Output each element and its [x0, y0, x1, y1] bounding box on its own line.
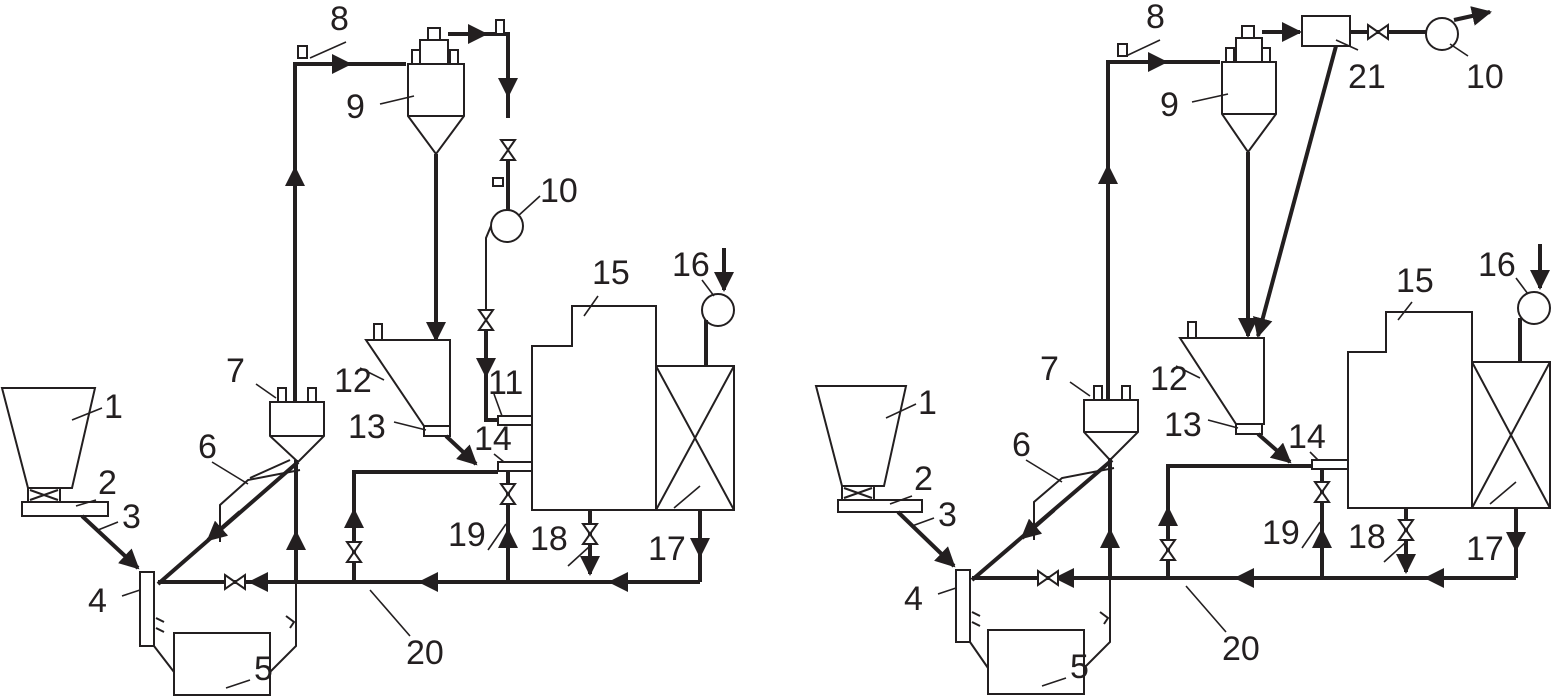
left-label-18: 18	[530, 520, 568, 558]
left-label-19: 19	[448, 516, 486, 554]
left-label-13: 13	[348, 408, 386, 446]
right-line-3	[896, 510, 956, 568]
right-nozzle-14	[1311, 459, 1349, 470]
right-label-15: 15	[1396, 262, 1434, 300]
right-diagram: 1 2 3 4 5 6 7 8 9 10 12 13 14 15 16 17 1…	[814, 0, 1551, 695]
right-label-17: 17	[1466, 530, 1504, 568]
left-port-8	[297, 45, 308, 59]
right-label-14: 14	[1288, 418, 1326, 456]
right-tank-5	[987, 629, 1085, 695]
right-fan-16	[1517, 291, 1551, 325]
left-label-5: 5	[254, 650, 273, 688]
left-line-3	[80, 514, 140, 570]
right-label-7: 7	[1040, 350, 1059, 388]
left-label-6: 6	[198, 428, 217, 466]
left-hopper-1	[0, 387, 97, 489]
left-label-9: 9	[346, 88, 365, 126]
right-hopper-1	[814, 385, 908, 487]
right-reactor-15	[1347, 311, 1473, 509]
right-label-16: 16	[1478, 246, 1516, 284]
right-filter-return	[1253, 45, 1338, 338]
left-cyclone-9	[407, 63, 465, 156]
left-label-10: 10	[540, 172, 578, 210]
left-fan-16	[701, 293, 735, 327]
left-label-8: 8	[330, 0, 349, 38]
left-label-12: 12	[334, 362, 372, 400]
left-belt-2	[21, 501, 109, 517]
right-label-18: 18	[1348, 518, 1386, 556]
left-classifier-7	[269, 401, 325, 464]
left-label-17: 17	[648, 530, 686, 568]
left-label-16: 16	[672, 246, 710, 284]
right-mill-4	[955, 569, 971, 643]
right-valve-header	[1037, 570, 1059, 586]
right-belt-2	[837, 499, 923, 513]
right-label-8: 8	[1146, 0, 1165, 36]
right-label-4: 4	[904, 580, 923, 618]
right-port-8	[1117, 43, 1128, 57]
left-label-11: 11	[488, 364, 523, 402]
left-label-14: 14	[474, 420, 512, 458]
left-tank-5	[173, 632, 271, 696]
right-label-10: 10	[1466, 58, 1504, 96]
left-nozzle-14	[497, 461, 537, 472]
right-label-9: 9	[1160, 86, 1179, 124]
left-riser	[293, 62, 406, 402]
right-fan-10	[1425, 17, 1459, 51]
left-feeder-13	[423, 425, 451, 437]
left-header-line-20	[158, 512, 702, 592]
right-feeder-13	[1235, 423, 1263, 435]
right-riser	[1106, 60, 1220, 400]
left-label-1: 1	[104, 388, 123, 426]
left-label-2: 2	[98, 464, 117, 502]
right-hopper-12	[1178, 337, 1265, 425]
left-diagram: 1 2 3 4 5 6 7 8 9 10 11 12 13 14 15 16 1…	[0, 0, 735, 696]
left-valve-header	[224, 574, 246, 590]
right-label-19: 19	[1262, 514, 1300, 552]
left-reactor-15	[531, 305, 657, 511]
right-label-1: 1	[918, 384, 937, 422]
left-label-4: 4	[88, 582, 107, 620]
right-filter-21	[1301, 15, 1351, 47]
right-label-13: 13	[1164, 406, 1202, 444]
right-label-2: 2	[914, 460, 933, 498]
right-label-5: 5	[1070, 648, 1089, 686]
right-label-20: 20	[1222, 630, 1260, 668]
left-label-20: 20	[406, 634, 444, 672]
right-classifier-7	[1083, 399, 1139, 462]
left-label-7: 7	[226, 352, 245, 390]
right-header-line-20	[972, 510, 1518, 588]
left-label-3: 3	[122, 498, 141, 536]
right-label-12: 12	[1150, 360, 1188, 398]
right-label-6: 6	[1012, 426, 1031, 464]
right-cyclone-9	[1221, 61, 1277, 154]
left-label-15: 15	[592, 254, 630, 292]
right-label-3: 3	[938, 496, 957, 534]
right-label-21: 21	[1348, 58, 1386, 96]
left-mill-4	[139, 571, 155, 647]
